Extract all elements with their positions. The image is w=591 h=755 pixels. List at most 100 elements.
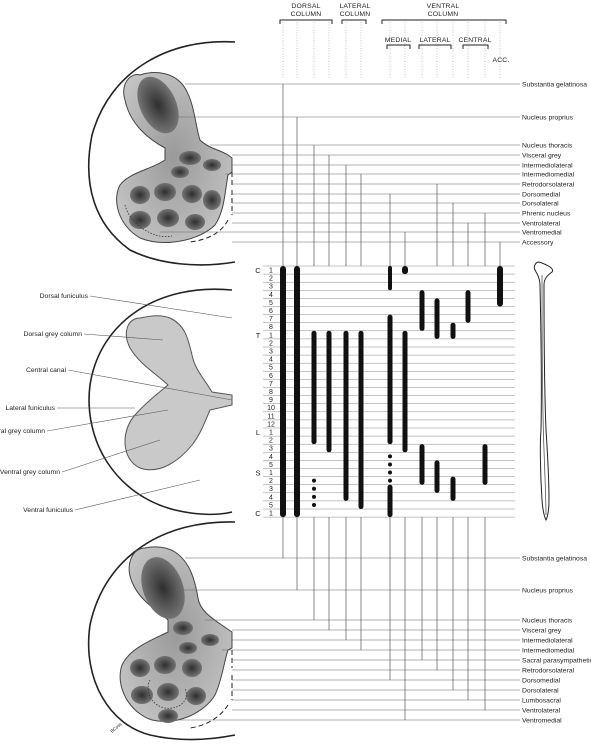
segment-number: 1 [269,268,273,275]
bottom-nucleus-blob [186,687,206,705]
nucleus-dot [388,454,392,459]
bottom-nucleus-label: Dorsolateral [522,688,559,695]
nucleus-extent-bar [387,314,393,445]
nucleus-dot [312,502,316,507]
top-substantia-gelatinosa-shape [137,76,179,134]
bottom-nucleus-label: Nucleus thoracis [522,618,573,625]
segment-number: 1 [269,470,273,477]
segment-number: 10 [267,405,275,412]
nucleus-dot [312,486,316,491]
segment-number: 5 [269,462,273,469]
cross-section-leader [83,333,164,341]
nucleus-extent-bar [280,266,286,518]
top-nucleus-label: Ventromedial [522,230,562,237]
bottom-nucleus-blob [158,709,178,723]
lateral-subheader: LATERAL [419,37,450,44]
dorsal-funiculus-label: Dorsal funiculus [40,293,89,300]
ventral-funiculus-label: Ventral funiculus [23,507,73,514]
central-header: CENTRAL [458,37,491,44]
bottom-nucleus-label: Sacral parasympathetic [522,658,591,665]
bottom-nucleus-label: Visceral grey [522,628,562,635]
top-nucleus-blob [130,186,150,204]
nucleus-extent-bar [465,290,471,323]
nucleus-dot [388,470,392,475]
segment-number: 6 [269,308,273,315]
bottom-nucleus-blob [173,621,193,635]
top-nucleus-label: Retrodorsolateral [522,182,575,189]
bottom-substantia-gelatinosa-shape [141,557,185,619]
bottom-nucleus-blob [131,686,153,704]
bottom-nucleus-label: Ventromedial [522,718,562,725]
segment-number: 2 [269,340,273,347]
segment-number: 4 [269,494,273,501]
nucleus-extent-bar [359,484,363,509]
segment-number: 4 [269,292,273,299]
segment-number: 1 [269,511,273,518]
medial-header: MEDIAL [385,37,412,44]
segment-number: 11 [267,413,274,420]
segment-number: 12 [267,421,275,428]
lateral-grey-column-label: Lateral grey column [0,428,45,435]
nucleus-extent-bar [343,330,349,501]
bottom-hemisection: BCoss [87,521,236,741]
top-nucleus-blob [182,185,202,203]
nucleus-extent-bar [387,484,393,518]
bottom-nucleus-blob [179,642,197,654]
segment-number: 3 [269,349,273,356]
nucleus-extent-bar [402,330,408,453]
bottom-nucleus-label: Retrodorsolateral [522,668,575,675]
top-nucleus-label: Intermediolateral [522,163,573,170]
segment-number: 8 [269,389,273,396]
top-nucleus-blob [203,190,221,210]
nucleus-extent-bar [450,476,456,501]
nucleus-extent-bar [388,266,392,291]
nucleus-dot [312,478,316,483]
segment-number: 4 [269,454,273,461]
top-nucleus-label: Visceral grey [522,153,562,160]
nucleus-extent-bar [402,266,408,275]
column-header-bracket [279,19,333,24]
top-nucleus-blob [157,209,179,227]
region-label: S [255,469,260,478]
bottom-nucleus-blob [130,659,150,677]
segment-number: 5 [269,365,273,372]
top-nucleus-label: Ventrolateral [522,221,561,228]
region-label: C [255,509,261,518]
cross-section-leader [61,439,161,473]
top-nucleus-label: Substantia gelatinosa [522,82,587,89]
lateral-column-header: LATERAL [339,3,370,10]
column-headers: DORSALCOLUMNLATERALCOLUMNVENTRALCOLUMNME… [279,3,509,64]
segment-number: 8 [269,324,273,331]
segment-number: 5 [269,300,273,307]
nucleus-extent-bar [311,330,317,445]
nucleus-extent-bar [326,330,332,453]
column-header-bracket [418,44,452,49]
nucleus-extent-bar [482,444,488,485]
cross-section-leader [46,409,169,432]
top-nucleus-label: Nucleus thoracis [522,143,573,150]
bottom-nucleus-label: Substantia gelatinosa [522,556,587,563]
bottom-nucleus-blob [157,683,179,701]
segment-number: 1 [269,332,273,339]
column-header-bracket [381,19,507,24]
nucleus-extent-bar [294,266,300,518]
top-hemisection [87,40,236,266]
top-nucleus-label: Phrenic nucleus [522,211,571,218]
nucleus-dot [388,462,392,467]
nucleus-extent-bar [419,290,425,331]
nucleus-columns [280,22,503,720]
region-label: C [255,266,261,275]
segment-number: 3 [269,446,273,453]
middle-grey-matter [124,315,233,471]
nucleus-dot [312,494,316,499]
bottom-nucleus-label: Intermediolateral [522,638,573,645]
bottom-nucleus-blob [154,656,176,674]
dorsal-column-header: COLUMN [291,11,322,18]
leader-lines [160,83,520,721]
segment-number: 2 [269,438,273,445]
region-label: L [256,428,260,437]
column-header-bracket [341,19,367,24]
top-nucleus-label: Nucleus proprius [522,115,574,122]
